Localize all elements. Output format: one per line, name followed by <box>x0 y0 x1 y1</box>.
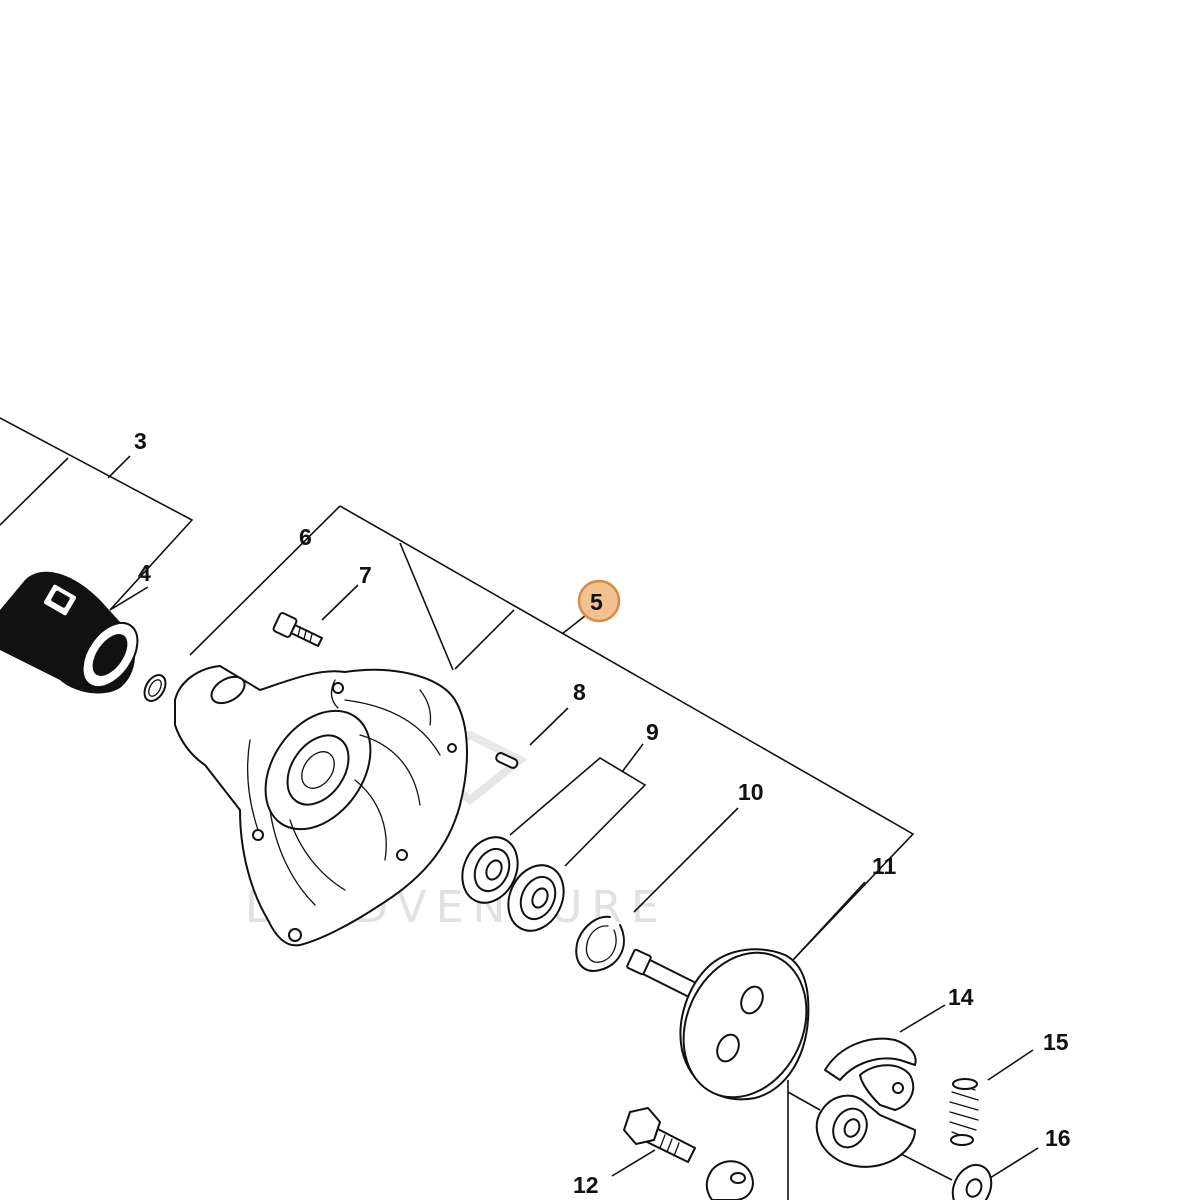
leader-8 <box>529 707 569 746</box>
part-washer <box>705 1160 754 1200</box>
leader-6 <box>189 505 341 656</box>
part-clutch-housing <box>174 665 468 947</box>
part-clutch-shoe <box>824 1037 917 1111</box>
callout-9[interactable]: 9 <box>646 719 659 745</box>
part-clutch-carrier <box>815 1094 916 1168</box>
leader-9 <box>621 743 644 773</box>
leader-9-bracket <box>509 757 647 867</box>
part-clutch-drum <box>626 948 810 1101</box>
leader-3-branch <box>0 457 69 526</box>
part-washer-16 <box>951 1163 993 1200</box>
callout-4[interactable]: 4 <box>138 560 151 586</box>
callout-6[interactable]: 6 <box>299 524 312 550</box>
part-spring <box>949 1078 979 1146</box>
callout-labels: 3 4 5 6 7 8 9 10 11 12 14 15 16 <box>134 428 1071 1198</box>
callout-7[interactable]: 7 <box>359 562 372 588</box>
callout-15[interactable]: 15 <box>1043 1029 1069 1055</box>
leader-10 <box>633 807 739 913</box>
leader-14 <box>899 1004 946 1033</box>
part-pin <box>495 752 519 769</box>
callout-10[interactable]: 10 <box>738 779 764 805</box>
leader-12 <box>611 1149 656 1177</box>
callout-8[interactable]: 8 <box>573 679 586 705</box>
part-coupling-sleeve <box>0 571 139 694</box>
part-circlip-small <box>143 674 167 702</box>
callout-12[interactable]: 12 <box>573 1172 599 1198</box>
leader-11 <box>792 881 866 961</box>
part-screw <box>272 612 323 647</box>
leader-8b <box>454 609 515 670</box>
callout-5-highlight[interactable]: 5 <box>577 579 621 623</box>
leader-13-branch <box>787 1091 821 1111</box>
callout-3[interactable]: 3 <box>134 428 147 454</box>
callout-5[interactable]: 5 <box>590 589 603 615</box>
part-bolt <box>623 1107 696 1163</box>
callout-16[interactable]: 16 <box>1045 1125 1071 1151</box>
callout-11[interactable]: 11 <box>872 853 897 879</box>
leader-4 <box>109 586 149 611</box>
leader-lines <box>0 417 1039 1200</box>
leader-8a <box>399 542 454 671</box>
part-bearing-1 <box>461 836 519 904</box>
leader-3-bracket <box>0 417 194 611</box>
leader-15 <box>987 1049 1034 1081</box>
leader-3 <box>107 455 131 479</box>
callout-5-circle <box>577 579 621 623</box>
leader-16 <box>989 1147 1039 1179</box>
part-bearing-2 <box>507 864 565 932</box>
leader-7 <box>321 584 359 621</box>
leader-5-bracket <box>339 505 915 961</box>
part-circlip <box>575 915 625 972</box>
callout-14[interactable]: 14 <box>948 984 974 1010</box>
